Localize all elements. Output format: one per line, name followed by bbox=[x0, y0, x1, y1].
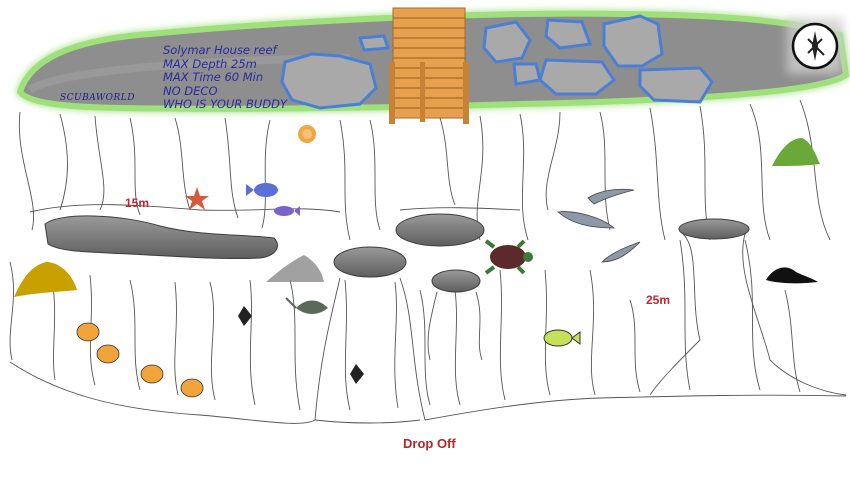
compass-icon bbox=[787, 18, 843, 74]
reef-fish-icon bbox=[543, 329, 581, 347]
site-info-line-1: MAX Depth 25m bbox=[163, 56, 257, 71]
depth-label-25m: 25m bbox=[646, 293, 671, 307]
soft-coral-icon bbox=[14, 138, 820, 297]
site-info-line-2: MAX Time 60 Min bbox=[163, 70, 264, 84]
turtle-icon bbox=[484, 239, 533, 275]
reef-fish-icon bbox=[246, 183, 300, 216]
butterflyfish-icon bbox=[76, 322, 204, 398]
moorish-idol-icon bbox=[238, 306, 364, 384]
dive-site-info: Solymar House reef MAX Depth 25m MAX Tim… bbox=[163, 43, 288, 112]
coral-icon bbox=[298, 125, 316, 143]
stingray-icon bbox=[285, 297, 328, 314]
coral-blocks bbox=[44, 213, 750, 293]
jetty-icon bbox=[389, 7, 469, 124]
depth-label-15m: 15m bbox=[125, 196, 150, 210]
drop-off-label: Drop Off bbox=[403, 436, 456, 451]
shark-icon bbox=[557, 188, 641, 263]
site-info-line-4: WHO IS YOUR BUDDY bbox=[163, 97, 288, 111]
sea-star-icon bbox=[185, 187, 209, 210]
site-info-line-3: NO DECO bbox=[163, 83, 218, 98]
site-name: Solymar House reef bbox=[163, 43, 277, 57]
sand-pools bbox=[280, 14, 714, 110]
reef-slope-lines bbox=[9, 99, 847, 424]
logo-wordmark: SCUBAWORLD bbox=[60, 93, 135, 103]
